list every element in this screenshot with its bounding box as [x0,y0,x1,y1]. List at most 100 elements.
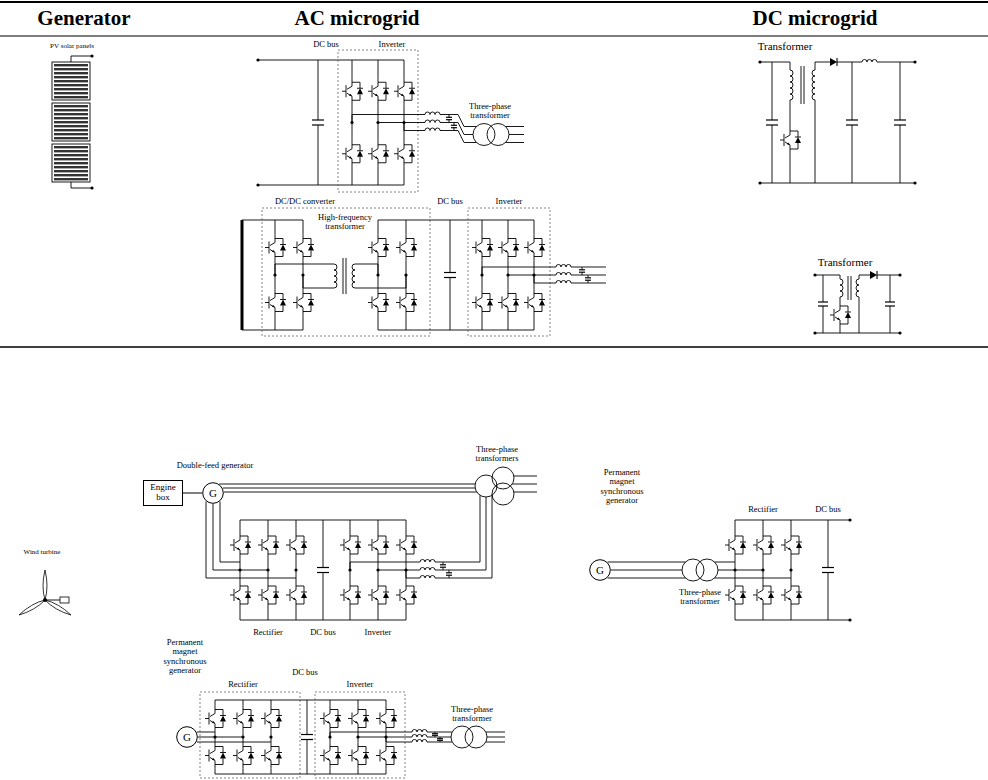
emitter-arrow [268,721,271,724]
wire [378,60,379,78]
diode-symbol [534,294,545,312]
terminal-dot [848,518,851,521]
inductor-coil [352,264,355,288]
part-label: Inverter [487,197,531,206]
wire [486,742,505,743]
pmsg-back-to-back-circuit [197,692,505,778]
wire [823,306,824,333]
diode-triangle [280,300,286,306]
diode-triangle [248,716,254,722]
wire [330,769,331,775]
transistor-symbol [348,743,358,769]
wire [406,570,407,578]
wire [301,739,313,740]
emitter-arrow [787,142,790,145]
part-label: DC bus [285,668,325,677]
panel-cell-row [54,92,88,94]
emitter-arrow [403,250,406,253]
transistor-symbol [340,582,350,608]
wire [815,100,816,183]
diode-symbol [352,145,363,163]
pv-panel-icon [52,54,94,189]
wire [312,124,324,125]
diode-triangle [740,542,746,548]
panel-cell-row [54,178,88,180]
terminal-dot [761,568,764,571]
wire [763,520,764,532]
inductor-coil [556,273,571,276]
igbt-switch [348,743,369,769]
igbt-switch [320,706,341,732]
terminal-dot [789,568,792,571]
emitter-arrow [237,547,240,550]
panel-cell-row [54,137,88,139]
diode-symbol [350,536,361,554]
transistor-symbol [368,235,378,261]
wire [735,608,736,620]
terminal-dot [848,618,851,621]
panel-cell-row [54,174,88,176]
igbt-switch [261,743,282,769]
transistor-symbol [753,582,763,608]
wire [514,492,537,493]
wire [330,732,331,737]
emitter-arrow [788,547,791,550]
wire [243,700,244,706]
wire [848,276,849,300]
part-label: Inverter [356,628,400,637]
wire [346,258,347,294]
capacitor-symbol [444,220,456,330]
emitter-arrow [403,547,406,550]
diode-symbol [534,239,545,257]
wire [451,127,457,128]
wire [268,608,269,620]
inductor-coil [425,120,440,123]
switch-bridge [265,220,314,330]
wire [877,62,915,63]
diode-triangle [280,245,286,251]
diode-triangle [487,245,493,251]
part-label: Wind turbine [14,549,70,557]
wire [197,732,215,733]
wire [446,575,452,576]
transistor-symbol [394,141,404,167]
solar-panel [52,62,90,100]
transistor-symbol [753,532,763,558]
wire [437,738,443,739]
wire [885,301,895,302]
igbt-switch [293,235,314,261]
transistor-symbol [780,127,790,153]
wire [352,185,404,186]
wire [432,733,438,734]
transformer-winding [492,483,514,505]
wire [406,578,420,579]
wire [890,306,891,333]
diode-symbol [303,239,314,257]
part-label: High-frequency transformer [313,213,377,232]
transistor-symbol [258,532,268,558]
wire [735,620,791,621]
wire [358,737,412,738]
diode-symbol [243,710,254,728]
wire [352,60,353,78]
transistor-symbol [368,290,378,316]
igbt-switch [396,582,417,608]
wire [791,620,850,621]
diode-symbol [268,586,279,604]
wire [534,316,535,331]
transistor-symbol [342,78,352,104]
wire [815,333,900,334]
wire [508,275,556,276]
dashed-module-box [200,692,300,778]
terminal-dot [758,181,761,184]
emitter-arrow [272,250,275,253]
wire [378,220,379,235]
wire [450,278,451,331]
diode-triangle [411,300,417,306]
diode-triangle [273,592,279,598]
wire [378,570,420,571]
part-label: Three-phase transformers [465,445,529,464]
emitter-arrow [375,597,378,600]
wire [440,123,473,135]
